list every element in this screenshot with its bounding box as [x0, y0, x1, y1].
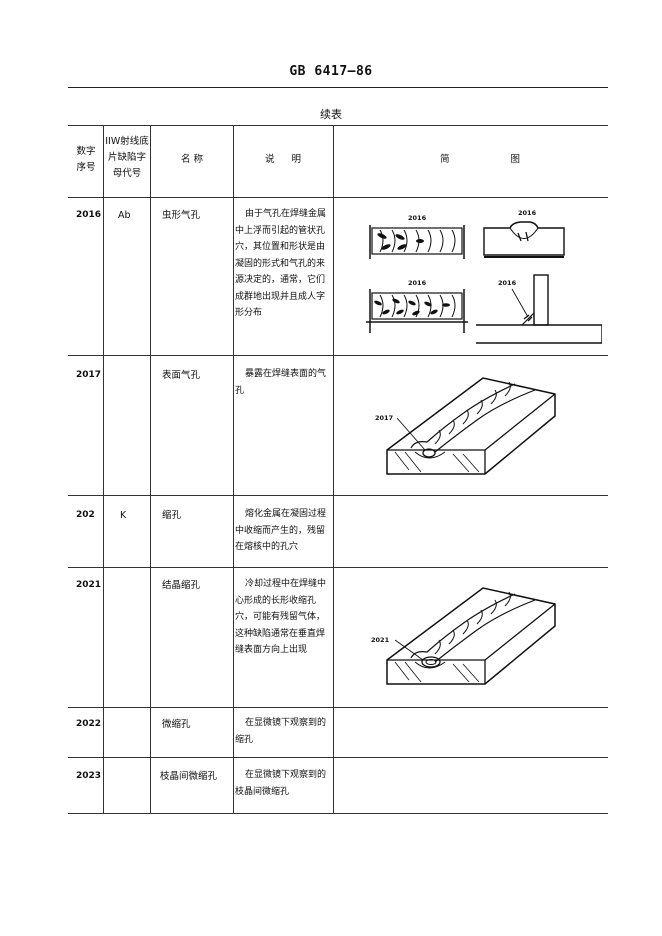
row-divider: [68, 355, 608, 356]
figure-label: 2017: [375, 414, 393, 422]
sketch-2016-wormhole: 2016 2016 2016 2016: [366, 209, 602, 344]
row-description: 由于气孔在焊缝金属中上浮而引起的管状孔穴，其位置和形状是由凝固的形式和气孔的来源…: [235, 209, 327, 318]
row-number: 2023: [76, 771, 102, 781]
figure-label: 2021: [371, 636, 390, 644]
row-number: 2022: [76, 719, 102, 729]
row-description: 熔化金属在凝固过程中收缩而产生的，残留在熔核中的孔穴: [235, 509, 327, 552]
figure-label: 2016: [518, 209, 537, 217]
row-description: 在显微镜下观察到的缩孔: [235, 718, 327, 745]
continued-label: 续表: [320, 108, 342, 121]
header-description: 说 明: [264, 154, 302, 165]
row-name: 结晶缩孔: [162, 580, 201, 591]
table-top-border: [68, 125, 608, 126]
row-divider: [68, 495, 608, 496]
column-divider: [233, 126, 234, 814]
column-divider: [333, 126, 334, 814]
column-divider: [103, 126, 104, 814]
row-divider: [68, 567, 608, 568]
row-divider: [68, 757, 608, 758]
header-name: 名 称: [180, 154, 204, 165]
row-name: 枝晶间微缩孔: [160, 771, 218, 782]
row-description: 冷却过程中在焊缝中心形成的长形收缩孔穴，可能有残留气体，这种缺陷通常在垂直焊缝表…: [235, 579, 327, 655]
table-bottom-border: [68, 813, 608, 814]
row-number: 202: [76, 510, 95, 520]
row-description: 在显微镜下观察到的枝晶间微缩孔: [235, 770, 327, 797]
row-name: 表面气孔: [162, 370, 201, 381]
row-name: 微缩孔: [162, 719, 191, 730]
row-description: 暴露在焊缝表面的气孔: [235, 369, 327, 396]
row-divider: [68, 707, 608, 708]
figure-label: 2016: [498, 279, 517, 287]
column-divider: [150, 126, 151, 814]
row-iiw-code: Ab: [118, 210, 131, 221]
row-iiw-code: K: [120, 510, 127, 521]
header-sketch: 简 图: [439, 154, 521, 165]
sketch-2021-crater-pipe: 2021: [371, 587, 556, 685]
row-number: 2021: [76, 580, 102, 590]
header-bottom-border: [68, 197, 608, 198]
sketch-2017-surface-pore: 2017: [375, 377, 556, 475]
row-number: 2017: [76, 370, 102, 380]
row-name: 缩孔: [162, 510, 182, 521]
figure-label: 2016: [408, 279, 427, 287]
figure-label: 2016: [408, 214, 427, 222]
header-iiw-code: IIW射线底片缺陷字母代号: [105, 136, 149, 179]
row-number: 2016: [76, 210, 102, 220]
header-rule: [68, 87, 608, 88]
header-number: 数字序号: [76, 146, 96, 173]
row-name: 虫形气孔: [162, 210, 201, 221]
standard-code: GB 6417—86: [289, 64, 373, 79]
